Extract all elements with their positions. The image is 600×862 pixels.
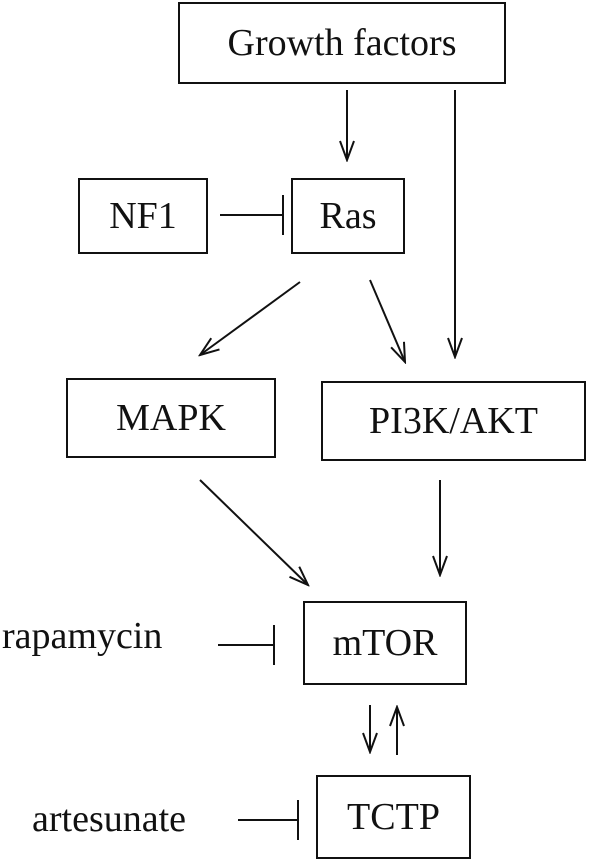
node-pi3k-akt-label: PI3K/AKT bbox=[369, 400, 538, 442]
node-mtor-label: mTOR bbox=[332, 622, 438, 664]
inhibitor-artesunate: artesunate bbox=[32, 798, 187, 840]
node-mapk-label: MAPK bbox=[116, 397, 226, 439]
edge-ras-to-pi3k-akt bbox=[369, 279, 405, 362]
node-ras: Ras bbox=[291, 178, 405, 254]
node-growth-factors: Growth factors bbox=[178, 2, 506, 84]
node-growth-factors-label: Growth factors bbox=[227, 22, 457, 64]
node-mtor: mTOR bbox=[303, 601, 467, 685]
node-nf1: NF1 bbox=[78, 178, 208, 254]
edge-mapk-to-mtor bbox=[199, 479, 308, 585]
node-pi3k-akt: PI3K/AKT bbox=[321, 381, 586, 461]
node-tctp-label: TCTP bbox=[347, 796, 440, 838]
edge-ras-to-mapk bbox=[200, 281, 301, 355]
node-mapk: MAPK bbox=[66, 378, 276, 458]
node-tctp: TCTP bbox=[316, 775, 471, 859]
inhibitor-rapamycin: rapamycin bbox=[2, 615, 163, 657]
node-ras-label: Ras bbox=[319, 195, 377, 237]
node-nf1-label: NF1 bbox=[109, 195, 177, 237]
